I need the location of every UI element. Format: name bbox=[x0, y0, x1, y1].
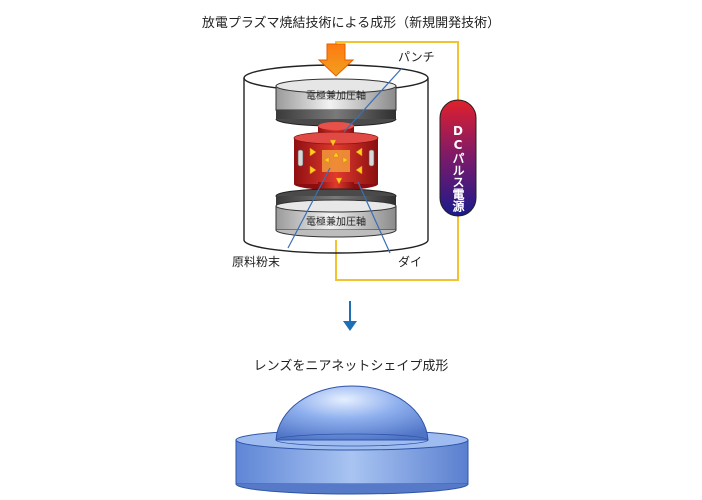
pressure-arrow-icon bbox=[317, 43, 355, 77]
lens-illustration bbox=[235, 385, 469, 495]
bottom-electrode bbox=[275, 188, 397, 238]
result-caption: レンズをニアネットシェイプ成形 bbox=[254, 358, 449, 374]
punch-label: パンチ bbox=[398, 50, 435, 64]
dc-pulse-power-supply bbox=[439, 99, 477, 217]
callout-lines bbox=[287, 67, 403, 254]
top-electrode-label: 電極兼加圧軸 bbox=[306, 89, 366, 102]
down-arrow-icon bbox=[343, 301, 357, 331]
power-supply-label: DCパルス電源 bbox=[451, 124, 465, 213]
top-electrode bbox=[275, 78, 397, 127]
die-label: ダイ bbox=[398, 254, 422, 269]
diagram-title: 放電プラズマ焼結技術による成形（新規開発技術） bbox=[202, 15, 500, 31]
bottom-electrode-label: 電極兼加圧軸 bbox=[306, 215, 366, 228]
powder-label: 原料粉末 bbox=[232, 255, 280, 269]
